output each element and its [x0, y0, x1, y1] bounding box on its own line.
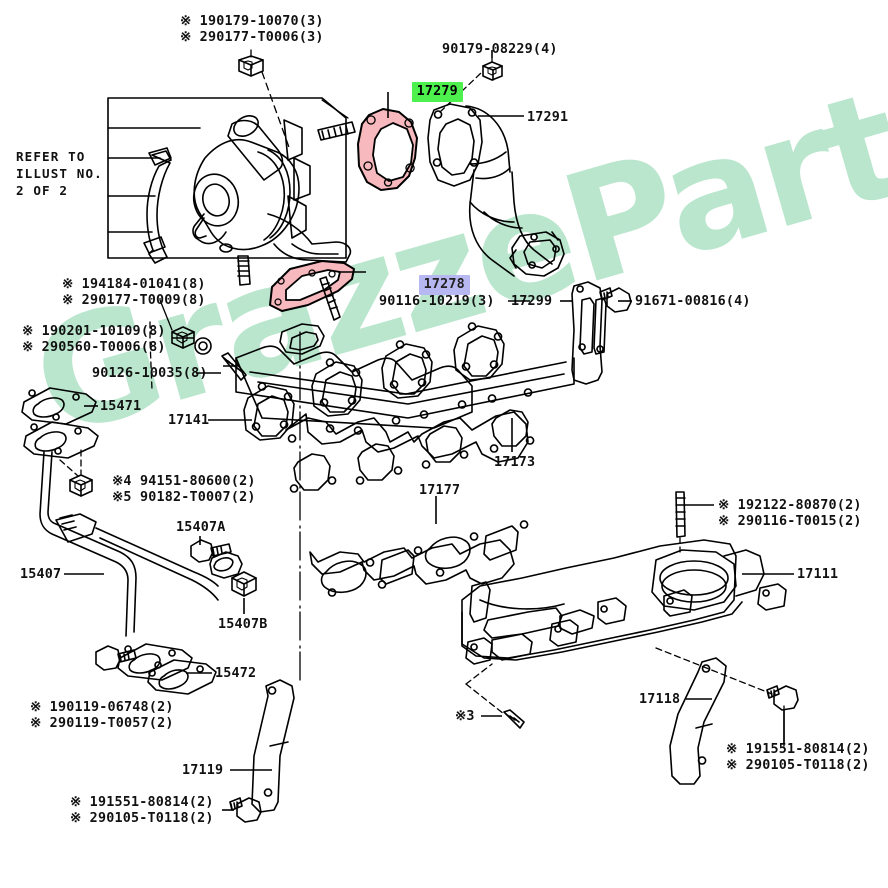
- label-190201-10109: ※ 190201-10109(8) ※ 290560-T0006(8): [22, 324, 166, 355]
- nut-190201: [171, 326, 212, 355]
- label-17291: 17291: [527, 110, 569, 125]
- label-91671-00816: 91671-00816(4): [635, 294, 751, 309]
- intake-manifold-17111: [461, 539, 787, 665]
- nut-94151: [69, 474, 93, 497]
- oil-tube-15407: [23, 421, 243, 681]
- bolt-191551-right: [766, 685, 799, 711]
- label-190119-06748: ※ 190119-06748(2) ※ 290119-T0057(2): [30, 700, 174, 731]
- label-94151-80600: ※4 94151-80600(2) ※5 90182-T0007(2): [112, 474, 256, 505]
- plate-15472: [147, 659, 217, 695]
- label-15407: 15407: [20, 567, 62, 582]
- stay-17119: [251, 679, 295, 813]
- label-90179-08229: 90179-08229(4): [442, 42, 558, 57]
- label-17299: 17299: [511, 294, 553, 309]
- exhaust-manifold-17141: [235, 322, 575, 441]
- label-17141: 17141: [168, 413, 210, 428]
- bolt-15407A: [190, 539, 232, 563]
- front-pipe-17291: [427, 103, 565, 277]
- stud-192122: [675, 491, 686, 538]
- label-192122-80870: ※ 192122-80870(2) ※ 290116-T0015(2): [718, 498, 862, 529]
- label-190179-10070: ※ 190179-10070(3) ※ 290177-T0006(3): [180, 14, 324, 45]
- callout-17278[interactable]: 17278: [369, 261, 470, 308]
- stud-90126: [221, 352, 247, 381]
- label-90126-10035: 90126-10035(8): [92, 366, 208, 381]
- bolt-91671: [599, 287, 632, 313]
- label-15472: 15472: [215, 666, 257, 681]
- refer-to-illust-note: REFER TO ILLUST NO. 2 OF 2: [16, 149, 103, 198]
- label-90116-10219: 90116-10219(3): [379, 294, 495, 309]
- manifold-gasket-17173: [285, 388, 535, 493]
- label-191551-80814-left: ※ 191551-80814(2) ※ 290105-T0118(2): [70, 795, 214, 826]
- gasket-17279: [357, 108, 418, 191]
- label-17173: 17173: [494, 455, 536, 470]
- label-marker-3: ※3: [455, 709, 475, 724]
- bracket-17299: [571, 281, 607, 385]
- label-15407A: 15407A: [176, 520, 226, 535]
- bolt-190119: [95, 645, 137, 671]
- label-15471: 15471: [100, 399, 142, 414]
- bolt-15407B: [231, 571, 257, 597]
- stay-17118: [669, 657, 727, 785]
- label-17177: 17177: [419, 483, 461, 498]
- callout-17279-text: 17279: [411, 81, 463, 102]
- plate-15471: [21, 387, 97, 425]
- label-194184-01041: ※ 194184-01041(8) ※ 290177-T0009(8): [62, 277, 206, 308]
- label-17119: 17119: [182, 763, 224, 778]
- bolt-191551-left: [229, 797, 262, 823]
- callout-17279[interactable]: 17279: [362, 68, 463, 115]
- turbo-assembly-box: [107, 97, 356, 286]
- label-15407B: 15407B: [218, 617, 268, 632]
- callout-17278-text: 17278: [418, 274, 470, 295]
- label-191551-80814-right: ※ 191551-80814(2) ※ 290105-T0118(2): [726, 742, 870, 773]
- intake-gasket-17177: [309, 520, 529, 597]
- stud-marker-3: [503, 709, 525, 729]
- label-17118: 17118: [639, 692, 681, 707]
- label-17111: 17111: [797, 567, 839, 582]
- stud-90116: [319, 276, 341, 321]
